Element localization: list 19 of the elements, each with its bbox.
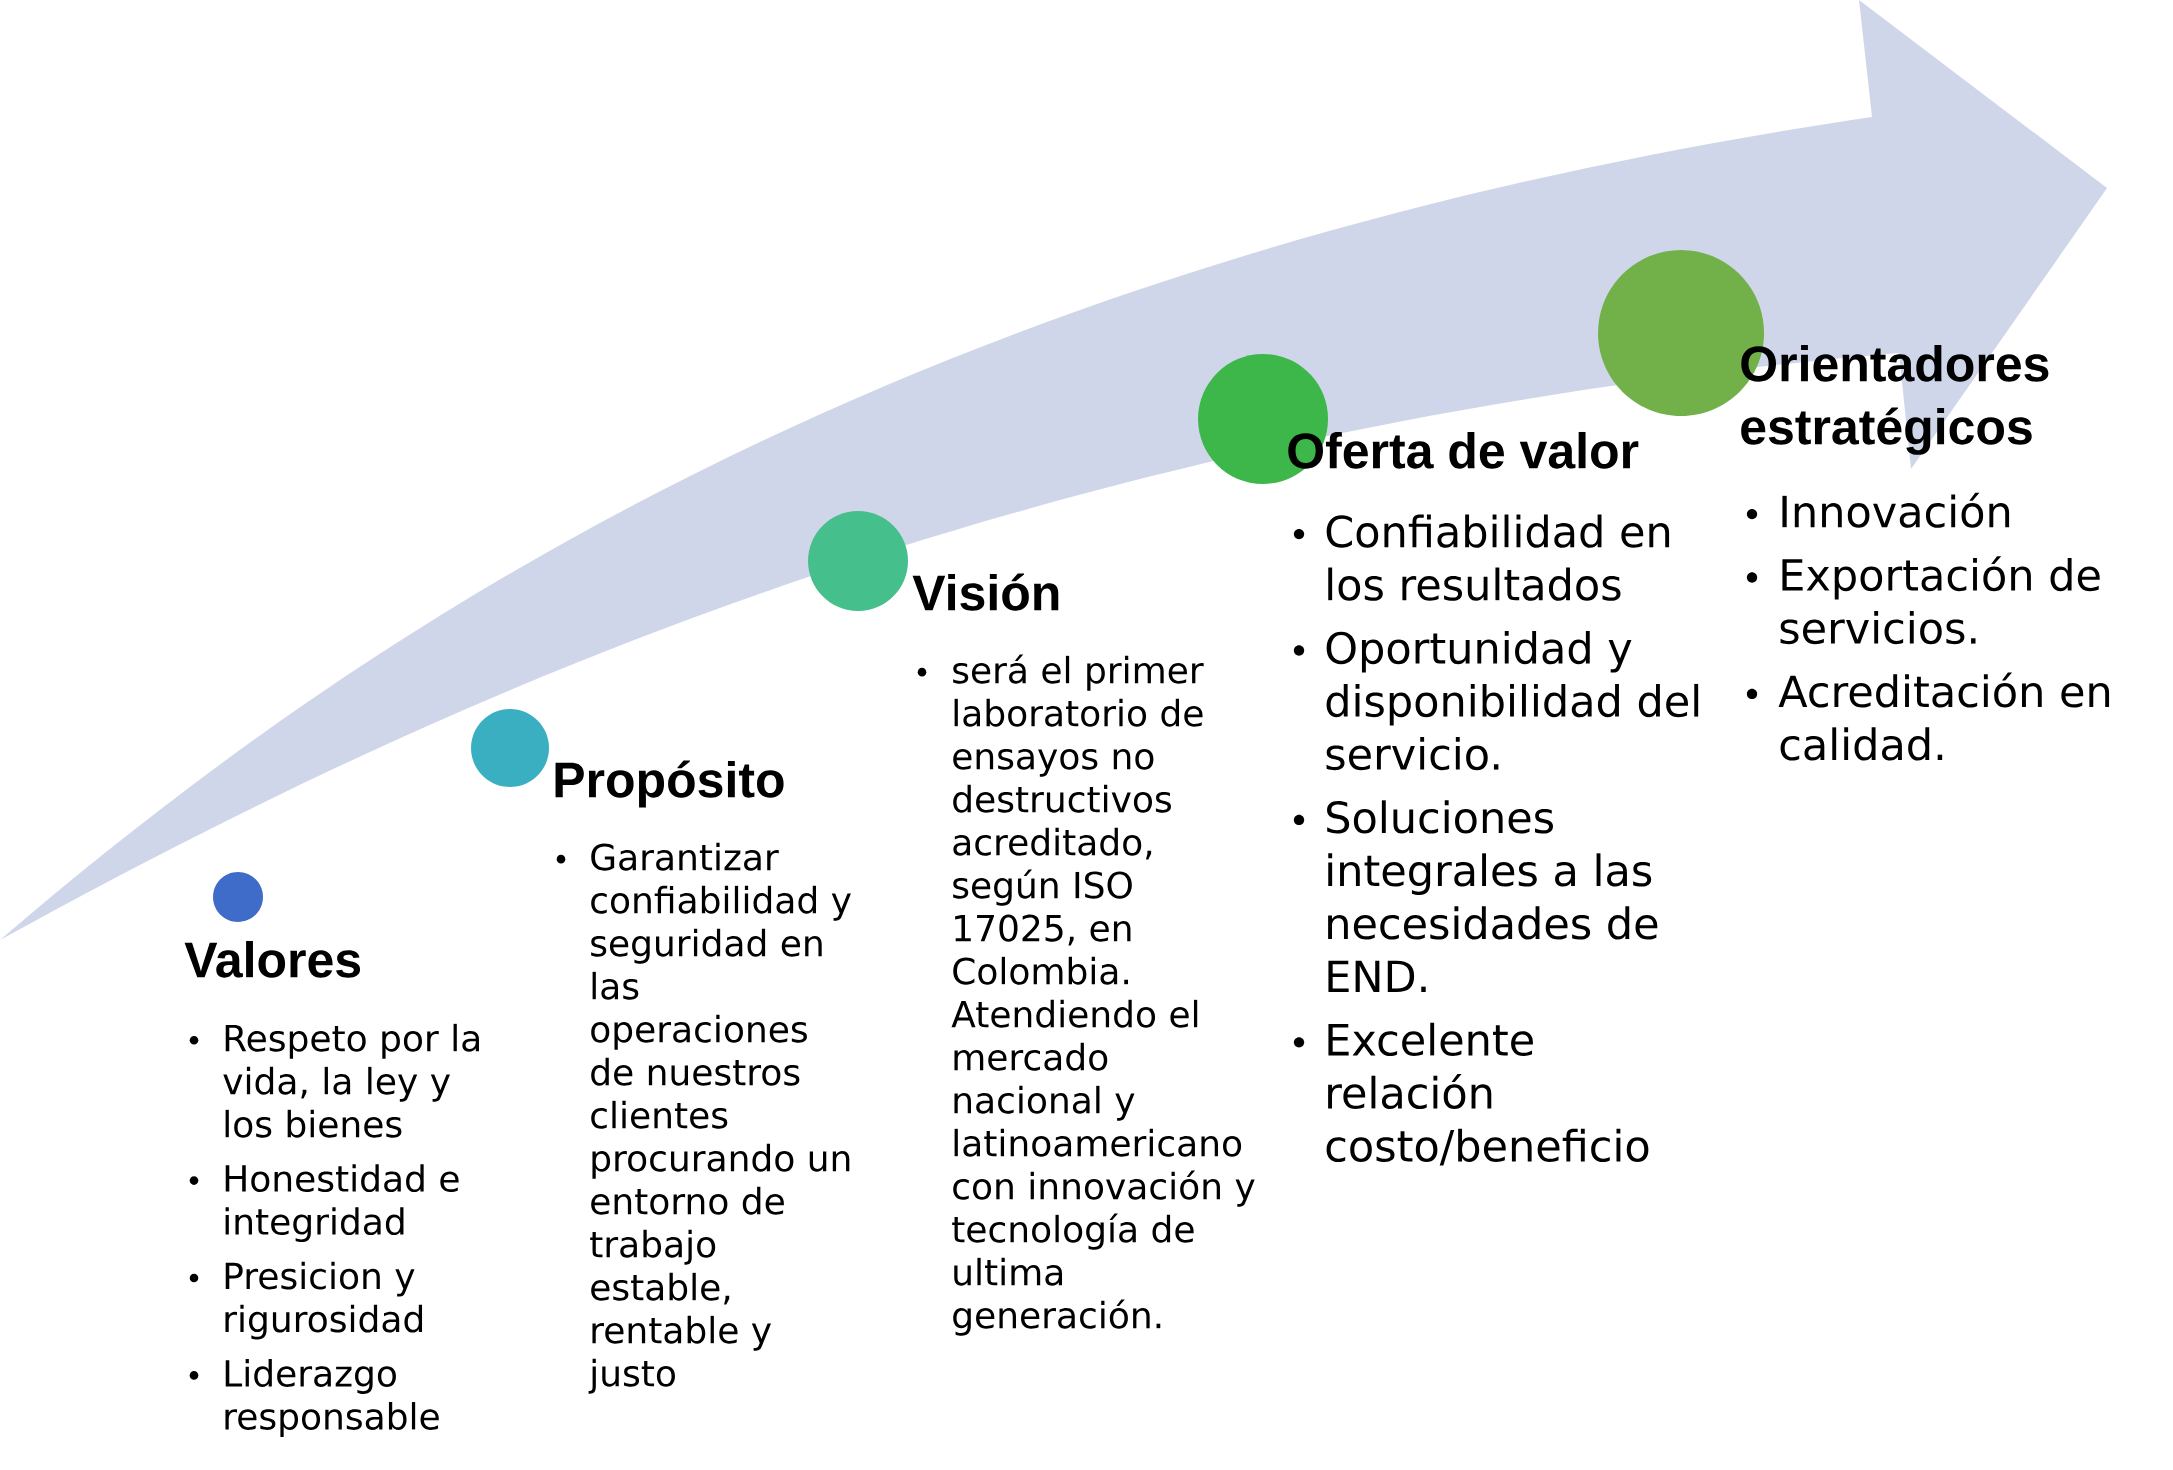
step-heading: Valores (184, 940, 361, 978)
step-circle (471, 709, 549, 787)
step-heading: Propósito (555, 760, 784, 808)
bullet-text: Respeto por la vida, la ley y los bienes (223, 1023, 479, 1138)
bullet-text: Oportunidad y disponibilidad del servicio. (1326, 630, 1699, 771)
bullet-text: Liderazgo responsable (225, 1359, 439, 1437)
bullet-text: Exportación de servicios. (1780, 556, 2100, 645)
bullet-text: Presicion y rigurosidad (225, 1261, 423, 1340)
bullet-text: Honestidad e integridad (225, 1164, 459, 1243)
bullet-text: Acreditación en calidad. (1778, 672, 2110, 761)
step-circle (213, 872, 263, 922)
step-circle (808, 511, 908, 611)
bullet-text: Confiabilidad en los resultados (1326, 514, 1670, 601)
bullet-text: Garantizar confiabilidad y seguridad en las operaciones de nuestros clientes procurando un entorno de trabajo estable, rentable y justo (588, 842, 851, 1394)
step-heading: Visión (912, 573, 1059, 611)
bullet-text: Excelente relación costo/beneficio (1326, 1022, 1649, 1166)
bullet-text: Soluciones integrales a las necesidades de END. (1327, 800, 1658, 992)
bullet-text: Innovación (1782, 492, 2010, 528)
bullet-text: será el primer laboratorio de ensayos no destructivos acreditado, según ISO 17025, en Colombia. Atendiendo el mercado nacional y latinoamericano con innovación y tecnología de ultima generación. (951, 654, 1255, 1336)
